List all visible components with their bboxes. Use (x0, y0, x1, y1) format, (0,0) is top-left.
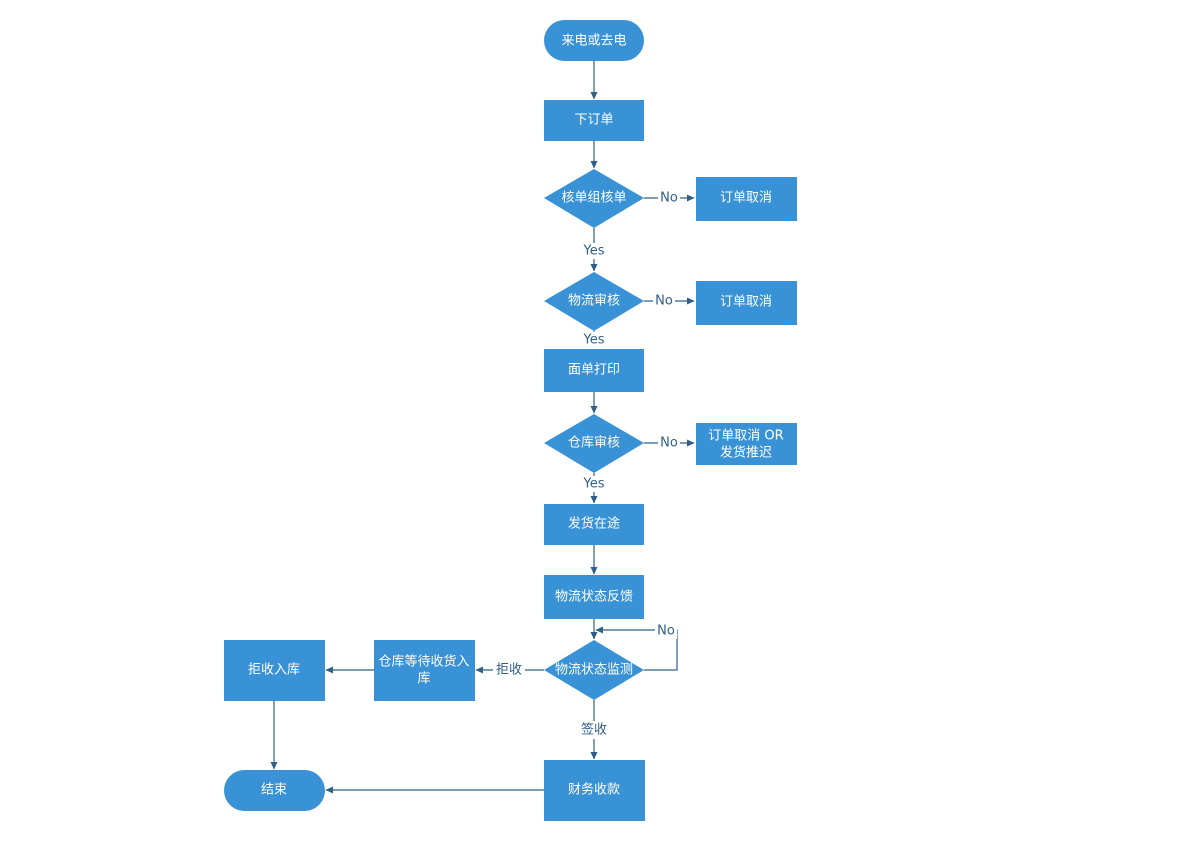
logistics-review-decision[interactable] (544, 272, 644, 331)
edges (270, 61, 695, 794)
edge-label-no-loop: No (657, 624, 675, 639)
edge-label-yes-3: Yes (583, 477, 605, 492)
label-bg-no-2 (653, 293, 675, 309)
cancel-order-label-1: 订单取消 (720, 191, 772, 206)
logistics-review-label: 物流审核 (568, 294, 620, 309)
end-terminator[interactable] (224, 770, 325, 811)
in-transit-label: 发货在途 (568, 516, 620, 532)
label-bg-yes-1 (580, 243, 608, 259)
edge-label-yes-2: Yes (583, 333, 605, 348)
place-order-process[interactable] (544, 100, 644, 141)
edge-labels: No Yes No Yes No Yes No 拒收 签收 (493, 190, 680, 739)
finance-collection-label: 财务收款 (568, 782, 620, 798)
logistics-feedback-label: 物流状态反馈 (555, 590, 633, 605)
label-bg-yes-3 (580, 476, 608, 492)
edge-label-no-1: No (660, 191, 678, 206)
logistics-monitor-label: 物流状态监测 (555, 663, 633, 678)
in-transit-process[interactable] (544, 504, 644, 545)
finance-collection-process[interactable] (544, 760, 645, 821)
cancel-order-process-1[interactable] (696, 177, 797, 221)
cancel-or-delay-process[interactable] (696, 423, 797, 465)
edge-label-reject: 拒收 (496, 663, 522, 678)
warehouse-wait-process[interactable] (374, 640, 475, 701)
edge-label-sign: 签收 (581, 722, 607, 738)
logistics-feedback-process[interactable] (544, 575, 644, 619)
label-bg-no-1 (658, 190, 680, 206)
cancel-or-delay-label-line2: 发货推迟 (720, 445, 772, 461)
order-review-label: 核单组核单 (561, 191, 626, 206)
warehouse-wait-label-line2: 库 (417, 671, 430, 687)
cancel-or-delay-label-line1: 订单取消 OR (708, 429, 783, 444)
rejected-stock-in-process[interactable] (224, 640, 325, 701)
edge-label-no-3: No (660, 436, 678, 451)
warehouse-review-label: 仓库审核 (568, 435, 620, 451)
start-label: 来电或去电 (561, 34, 626, 49)
start-terminator[interactable] (544, 20, 644, 61)
nodes: 来电或去电 下订单 核单组核单 订单取消 物流审核 订单取消 面单打印 仓库审核… (224, 20, 797, 821)
warehouse-review-decision[interactable] (544, 414, 644, 473)
place-order-label: 下订单 (574, 113, 613, 128)
print-waybill-label: 面单打印 (568, 363, 620, 378)
label-bg-no-3 (658, 435, 680, 451)
edge-label-yes-1: Yes (583, 244, 605, 259)
end-label: 结束 (261, 783, 287, 798)
label-bg-reject (493, 661, 525, 679)
warehouse-wait-label-line1: 仓库等待收货入 (378, 654, 469, 670)
rejected-stock-in-label: 拒收入库 (248, 662, 300, 678)
label-bg-yes-2 (580, 332, 608, 348)
cancel-order-process-2[interactable] (696, 281, 797, 325)
print-waybill-process[interactable] (544, 349, 644, 392)
label-bg-sign (577, 721, 611, 739)
edge-label-no-2: No (655, 294, 673, 309)
cancel-order-label-2: 订单取消 (720, 295, 772, 310)
logistics-monitor-decision[interactable] (544, 640, 644, 700)
edge-monitor-no-loop (595, 626, 678, 671)
label-bg-no-loop (655, 623, 677, 639)
order-review-decision[interactable] (544, 169, 644, 228)
